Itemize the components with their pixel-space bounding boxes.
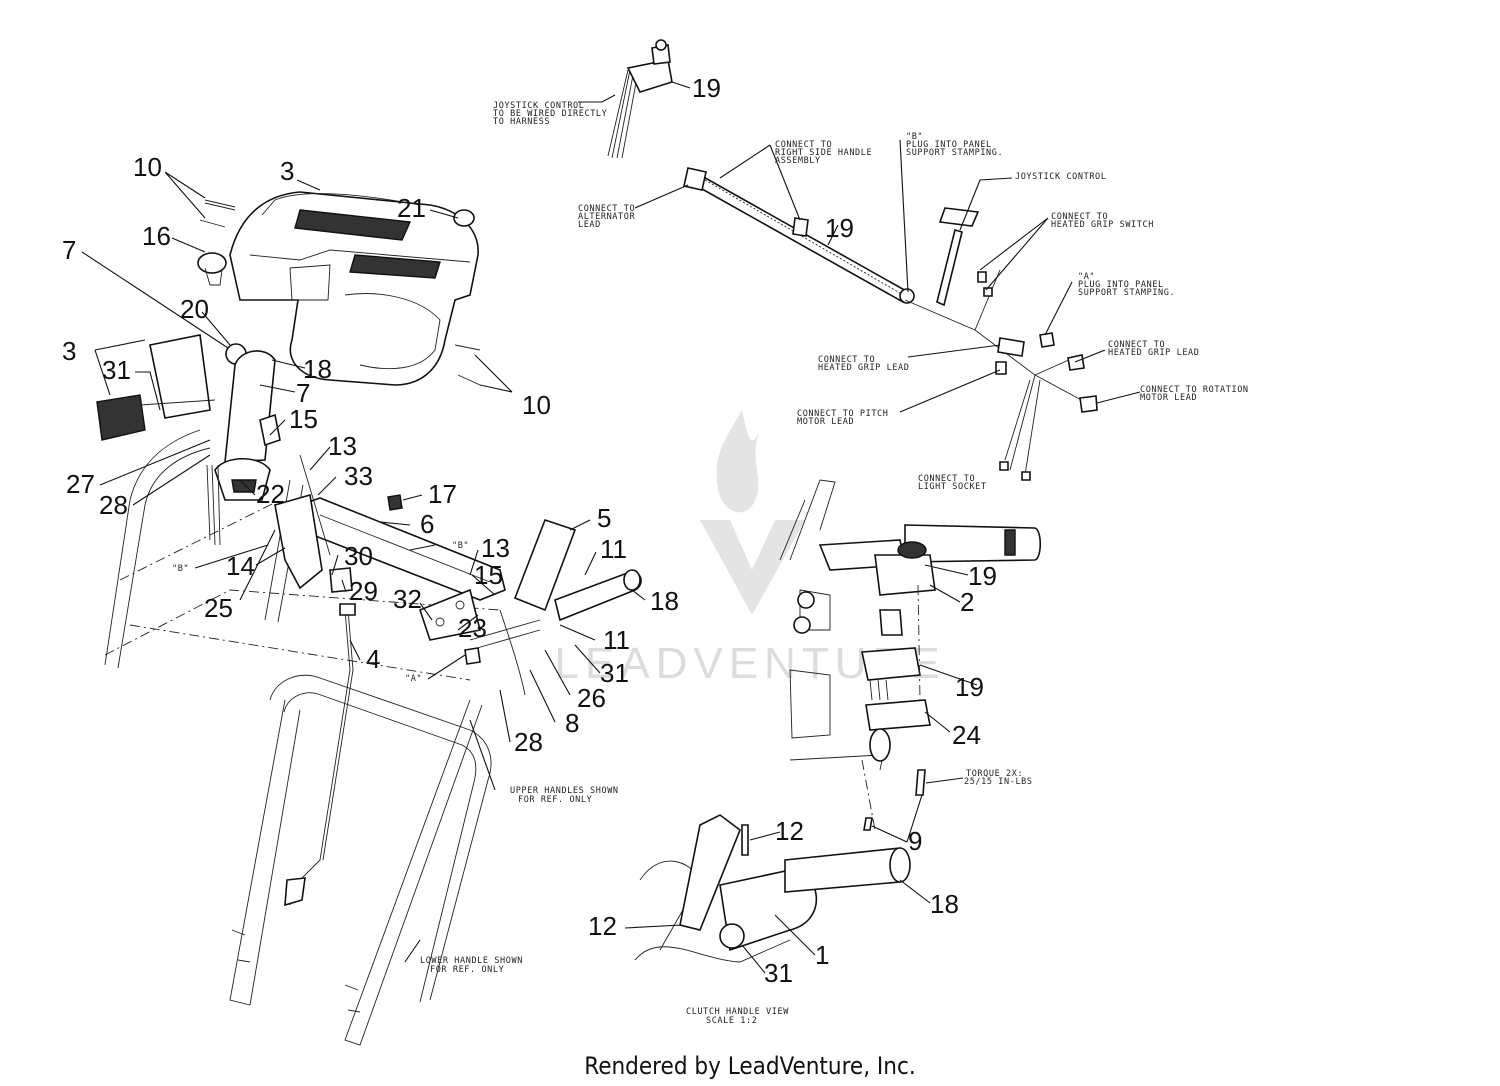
note-lower-handle: LOWER HANDLE SHOWN FOR REF. ONLY [420, 956, 529, 975]
callout-5: 5 [597, 503, 611, 533]
cable [284, 603, 356, 907]
callout-7: 7 [62, 235, 76, 265]
callout-19: 19 [955, 672, 984, 702]
callout-14: 14 [226, 551, 255, 581]
footer-credit: Rendered by LeadVenture, Inc. [584, 1052, 916, 1080]
callout-12: 12 [775, 816, 804, 846]
callout-3: 3 [62, 336, 76, 366]
left-panel [96, 334, 216, 441]
note-b-plug: "B" PLUG INTO PANEL SUPPORT STAMPING. [906, 132, 1003, 158]
callout-28: 28 [514, 727, 543, 757]
note-clutch-view: CLUTCH HANDLE VIEW SCALE 1:2 [686, 1007, 795, 1026]
callout-25: 25 [204, 593, 233, 623]
callout-18: 18 [930, 889, 959, 919]
note-heated-grip-lead-left: CONNECT TO HEATED GRIP LEAD [818, 355, 909, 373]
callout-31: 31 [102, 355, 131, 385]
callout-11: 11 [603, 625, 630, 655]
callout-28: 28 [99, 490, 128, 520]
callout-21: 21 [397, 193, 426, 223]
callout-3: 3 [280, 156, 294, 186]
callout-13: 13 [328, 431, 357, 461]
note-pitch-motor: CONNECT TO PITCH MOTOR LEAD [797, 409, 894, 427]
callout-12: 12 [588, 911, 617, 941]
callout-8: 8 [565, 708, 579, 738]
note-torque: TORQUE 2X: 25/15 IN-LBS [964, 769, 1033, 787]
harness-leaders [578, 81, 1141, 413]
clutch-handle-view [634, 814, 911, 963]
note-a-plug: "A" PLUG INTO PANEL SUPPORT STAMPING. [1078, 272, 1175, 298]
screws [197, 199, 481, 386]
callout-31: 31 [600, 658, 629, 688]
joystick-detail [779, 479, 1042, 831]
callout-18: 18 [303, 354, 332, 384]
joystick-assembly [206, 343, 281, 546]
callout-9: 9 [908, 826, 922, 856]
callout-29: 29 [349, 576, 378, 606]
note-ref-a: "A" [405, 674, 422, 684]
callout-4: 4 [366, 644, 380, 674]
callout-19: 19 [825, 213, 854, 243]
wiring-harness [683, 167, 1098, 481]
callout-30: 30 [344, 541, 373, 571]
dashboard-cover [229, 191, 479, 386]
callout-13: 13 [481, 533, 510, 563]
note-rotation-motor: CONNECT TO ROTATION MOTOR LEAD [1140, 385, 1254, 403]
note-heated-grip-lead-right: CONNECT TO HEATED GRIP LEAD [1108, 340, 1199, 358]
note-upper-handles: UPPER HANDLES SHOWN FOR REF. ONLY [510, 786, 624, 805]
callout-2: 2 [960, 587, 974, 617]
callout-11: 11 [600, 534, 627, 564]
callout-7: 7 [296, 378, 310, 408]
callout-10: 10 [133, 152, 162, 182]
callout-6: 6 [420, 509, 434, 539]
note-light-socket: CONNECT TO LIGHT SOCKET [918, 474, 987, 492]
callout-23: 23 [458, 613, 487, 643]
joystick-top [607, 39, 673, 159]
note-joystick-wired: JOYSTICK CONTROL TO BE WIRED DIRECTLY TO… [493, 101, 613, 127]
note-alternator: CONNECT TO ALTERNATOR LEAD [578, 204, 641, 230]
upper-handles [104, 429, 501, 1046]
note-joystick-control: JOYSTICK CONTROL [1015, 172, 1106, 182]
notes: JOYSTICK CONTROL TO BE WIRED DIRECTLY TO… [172, 101, 1254, 1026]
leader-lines [81, 171, 646, 963]
note-heated-grip-switch: CONNECT TO HEATED GRIP SWITCH [1051, 212, 1154, 230]
callout-15: 15 [474, 560, 503, 590]
callout-15: 15 [289, 404, 318, 434]
callout-19: 19 [968, 561, 997, 591]
callout-27: 27 [66, 469, 95, 499]
callout-16: 16 [142, 221, 171, 251]
callout-31: 31 [764, 958, 793, 988]
note-ref-b: "B" [172, 564, 189, 574]
callout-19: 19 [692, 73, 721, 103]
callouts: 19 10 3 21 16 7 20 3 31 18 7 10 15 13 33… [62, 73, 997, 988]
note-ref-b2: "B" [452, 541, 469, 551]
clutch-leaders [624, 831, 931, 974]
detail-leaders [871, 564, 978, 843]
callout-32: 32 [393, 584, 422, 614]
callout-18: 18 [650, 586, 679, 616]
callout-24: 24 [952, 720, 981, 750]
panel-support [274, 454, 506, 641]
note-right-side-handle: CONNECT TO RIGHT SIDE HANDLE ASSEMBLY [775, 140, 878, 166]
callout-33: 33 [344, 461, 373, 491]
callout-10: 10 [522, 390, 551, 420]
callout-17: 17 [428, 479, 457, 509]
callout-26: 26 [577, 683, 606, 713]
callout-22: 22 [256, 479, 285, 509]
callout-20: 20 [180, 294, 209, 324]
callout-1: 1 [815, 940, 829, 970]
right-handle-tube [464, 518, 642, 696]
